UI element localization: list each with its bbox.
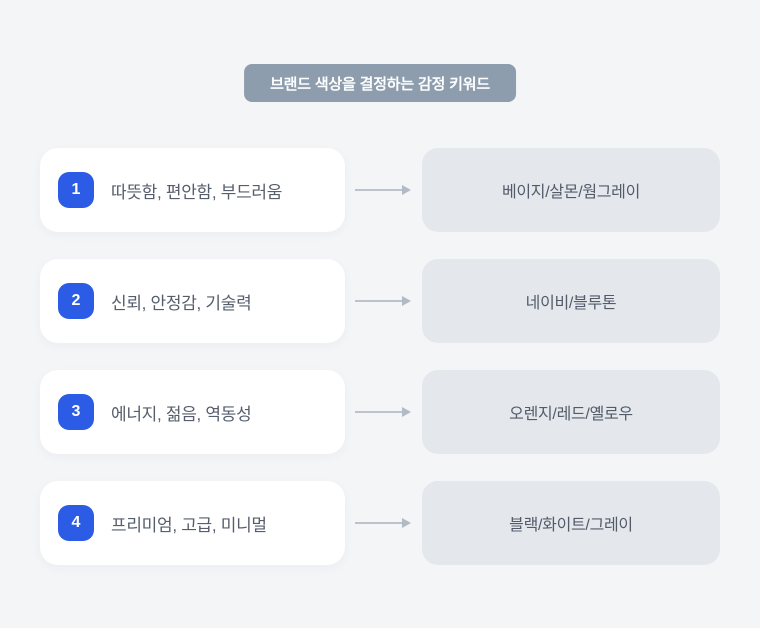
keyword-text: 신뢰, 안정감, 기술력	[111, 293, 252, 313]
number-badge: 2	[58, 283, 94, 319]
number-badge: 4	[58, 505, 94, 541]
color-card: 블랙/화이트/그레이	[422, 481, 720, 565]
color-text: 네이비/블루톤	[525, 295, 617, 312]
keyword-card: 1 따뜻함, 편안함, 부드러움	[40, 148, 345, 232]
number-badge: 3	[58, 394, 94, 430]
mapping-row-1: 1 따뜻함, 편안함, 부드러움 베이지/살몬/웜그레이	[40, 148, 720, 232]
color-text: 베이지/살몬/웜그레이	[501, 184, 641, 201]
arrow-shaft	[355, 189, 403, 191]
arrow-shaft	[355, 522, 403, 524]
arrow-shaft	[355, 300, 403, 302]
color-text: 오렌지/레드/옐로우	[509, 406, 633, 423]
right-arrow-icon	[355, 295, 411, 307]
number-badge: 1	[58, 172, 94, 208]
color-card: 베이지/살몬/웜그레이	[422, 148, 720, 232]
arrow-head	[402, 296, 411, 306]
right-arrow-icon	[355, 184, 411, 196]
right-arrow-icon	[355, 406, 411, 418]
keyword-card: 2 신뢰, 안정감, 기술력	[40, 259, 345, 343]
color-card: 오렌지/레드/옐로우	[422, 370, 720, 454]
keyword-card: 4 프리미엄, 고급, 미니멀	[40, 481, 345, 565]
page-title: 브랜드 색상을 결정하는 감정 키워드	[270, 75, 490, 93]
right-arrow-icon	[355, 517, 411, 529]
arrow-head	[402, 407, 411, 417]
arrow-shaft	[355, 411, 403, 413]
keyword-text: 에너지, 젊음, 역동성	[111, 404, 252, 424]
mapping-row-4: 4 프리미엄, 고급, 미니멀 블랙/화이트/그레이	[40, 481, 720, 565]
color-card: 네이비/블루톤	[422, 259, 720, 343]
keyword-card: 3 에너지, 젊음, 역동성	[40, 370, 345, 454]
arrow-head	[402, 518, 411, 528]
color-text: 블랙/화이트/그레이	[509, 517, 633, 534]
title-badge: 브랜드 색상을 결정하는 감정 키워드	[244, 64, 516, 102]
keyword-text: 프리미엄, 고급, 미니멀	[111, 515, 267, 535]
mapping-row-2: 2 신뢰, 안정감, 기술력 네이비/블루톤	[40, 259, 720, 343]
arrow-head	[402, 185, 411, 195]
mapping-row-3: 3 에너지, 젊음, 역동성 오렌지/레드/옐로우	[40, 370, 720, 454]
keyword-text: 따뜻함, 편안함, 부드러움	[111, 182, 283, 202]
